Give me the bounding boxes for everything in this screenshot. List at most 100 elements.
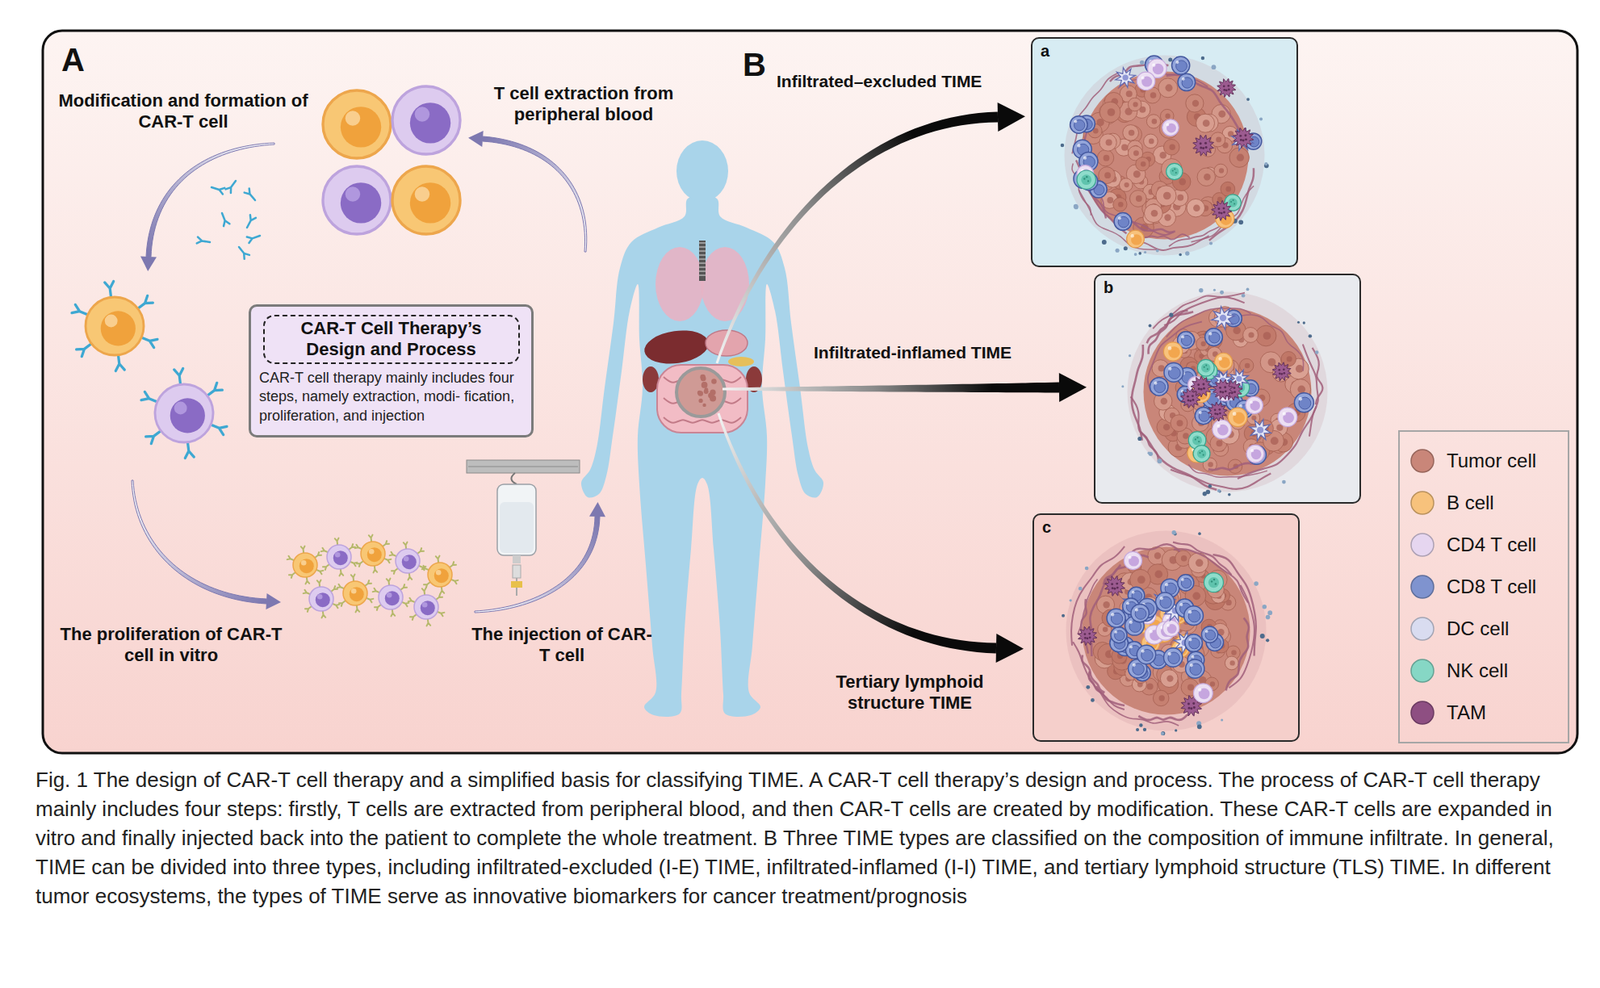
legend-label: DC cell: [1446, 617, 1509, 641]
organs: [701, 381, 708, 389]
legend-swatch: [1411, 659, 1434, 683]
tumor-cell-icon: [1176, 419, 1184, 427]
tam-cell-icon: [1218, 412, 1222, 415]
iv-drip: [510, 581, 523, 588]
tumor-cell-icon: [1225, 186, 1232, 193]
organs: [699, 251, 706, 252]
tam-cell-icon: [1272, 362, 1291, 382]
cd8-cell-icon: [1298, 397, 1311, 410]
stroma-fiber: [1131, 344, 1144, 441]
tumor-cell-icon: [1099, 134, 1117, 151]
cd4-cell-icon: [1198, 687, 1211, 700]
orange-t-cell: [104, 314, 118, 328]
dc-cell-icon: [1211, 306, 1235, 330]
tumor-cell-icon: [1156, 185, 1177, 206]
tumor-cell-icon: [1166, 674, 1173, 682]
b-cell-icon: [1232, 411, 1245, 424]
cd8-cell-icon: [1172, 56, 1190, 75]
tam-cell-icon: [1187, 399, 1190, 403]
nk-cell-icon: [1232, 199, 1235, 202]
purple-t-cell: [420, 600, 436, 616]
cd8-cell-icon: [1156, 592, 1175, 612]
cytokine-dot: [1262, 604, 1267, 609]
tumor-cell-icon: [1099, 101, 1121, 123]
tumor-cell-icon: [1143, 204, 1163, 223]
cd8-cell-icon: [1201, 626, 1218, 643]
cd8-cell-icon: [1106, 608, 1126, 628]
tumor-cell-icon: [1163, 192, 1172, 201]
organs: [699, 247, 706, 248]
tam-cell-icon: [1204, 142, 1207, 145]
tumor-cell-icon: [1236, 154, 1244, 162]
tumor-cell-icon: [1159, 151, 1167, 160]
tme-inset: b: [1093, 273, 1362, 504]
purple-t-cell: [392, 86, 461, 155]
cd4-cell-icon: [1123, 551, 1142, 570]
nk-cell-icon: [1169, 167, 1179, 176]
cytokine-dot: [1143, 251, 1147, 254]
cd4-cell-icon: [1149, 629, 1153, 633]
cd8-cell-icon: [1114, 213, 1132, 231]
tumor-cell-icon: [1218, 167, 1224, 173]
inset-letter: a: [1040, 41, 1050, 61]
tam-cell-icon: [1193, 134, 1215, 156]
cd8-cell-icon: [1298, 397, 1303, 401]
tam-cell-icon: [1233, 390, 1236, 394]
tumor-cell-icon: [1160, 670, 1178, 688]
legend-swatch-holder: [1407, 572, 1437, 602]
arrow-label: Infiltrated-inflamed TIME: [813, 342, 1012, 363]
tumor-cell-icon: [1122, 125, 1140, 142]
cd8-cell-icon: [1074, 119, 1085, 130]
nk-cell-icon: [1087, 180, 1090, 182]
cd8-cell-icon: [1132, 663, 1144, 675]
tumor-cell-icon: [1147, 682, 1154, 690]
cytokine-dot: [1260, 633, 1265, 639]
cytokine-dot: [1148, 452, 1153, 457]
cd8-cell-icon: [1205, 328, 1224, 347]
tam-cell-icon: [1278, 372, 1282, 375]
organs: [699, 255, 706, 256]
orange-t-cell: [360, 541, 386, 566]
tumor-cell-icon: [1248, 331, 1254, 338]
tumor-microenvironment-illustration: [1032, 38, 1297, 266]
tumor-cell-icon: [1102, 626, 1109, 633]
cd8-cell-icon: [1198, 410, 1203, 415]
stroma-fiber: [1080, 598, 1089, 654]
tam-cell-icon: [1239, 134, 1242, 138]
dc-cell-icon: [1211, 306, 1235, 330]
legend-item: DC cell: [1407, 607, 1560, 650]
cd8-cell-icon: [1168, 652, 1172, 656]
stroma-fiber: [1170, 469, 1271, 490]
antibody-symbol: [211, 187, 225, 194]
organs: [676, 368, 725, 417]
orange-t-cell: [355, 535, 392, 574]
tumor-cell-icon: [1137, 575, 1146, 584]
tumor-cell-icon: [1130, 569, 1152, 591]
cd8-cell-icon: [1191, 655, 1195, 659]
tam-cell-icon: [1200, 388, 1203, 391]
nk-cell-icon: [1206, 368, 1209, 370]
stroma-fiber: [1226, 618, 1249, 692]
tumor-cell-icon: [1182, 432, 1190, 440]
cd8-cell-icon: [1181, 335, 1192, 346]
purple-t-cell: [333, 550, 348, 566]
cytokine-dot: [1209, 241, 1213, 245]
purple-t-cell: [395, 548, 420, 574]
purple-t-cell: [174, 402, 188, 415]
tumor-microenvironment-illustration: [1034, 515, 1299, 741]
classification-arrow: [716, 102, 1026, 364]
b-cell-icon: [1126, 230, 1145, 248]
tam-cell-icon: [1199, 142, 1203, 145]
nk-cell-icon: [1203, 366, 1206, 369]
nk-cell-icon: [1166, 163, 1183, 180]
tumor-cell-icon: [1119, 178, 1134, 193]
organs: [699, 275, 706, 277]
tumor-illustration: [1121, 287, 1328, 496]
cytokine-dot: [1198, 288, 1203, 293]
tumor-cell-icon: [1128, 129, 1135, 136]
cytokine-dot: [1219, 290, 1224, 295]
tumor-cell-icon: [1113, 197, 1127, 212]
cd8-cell-icon: [1181, 77, 1186, 81]
tumor-cell-icon: [1158, 695, 1165, 701]
tumor-cell-icon: [1151, 209, 1159, 218]
